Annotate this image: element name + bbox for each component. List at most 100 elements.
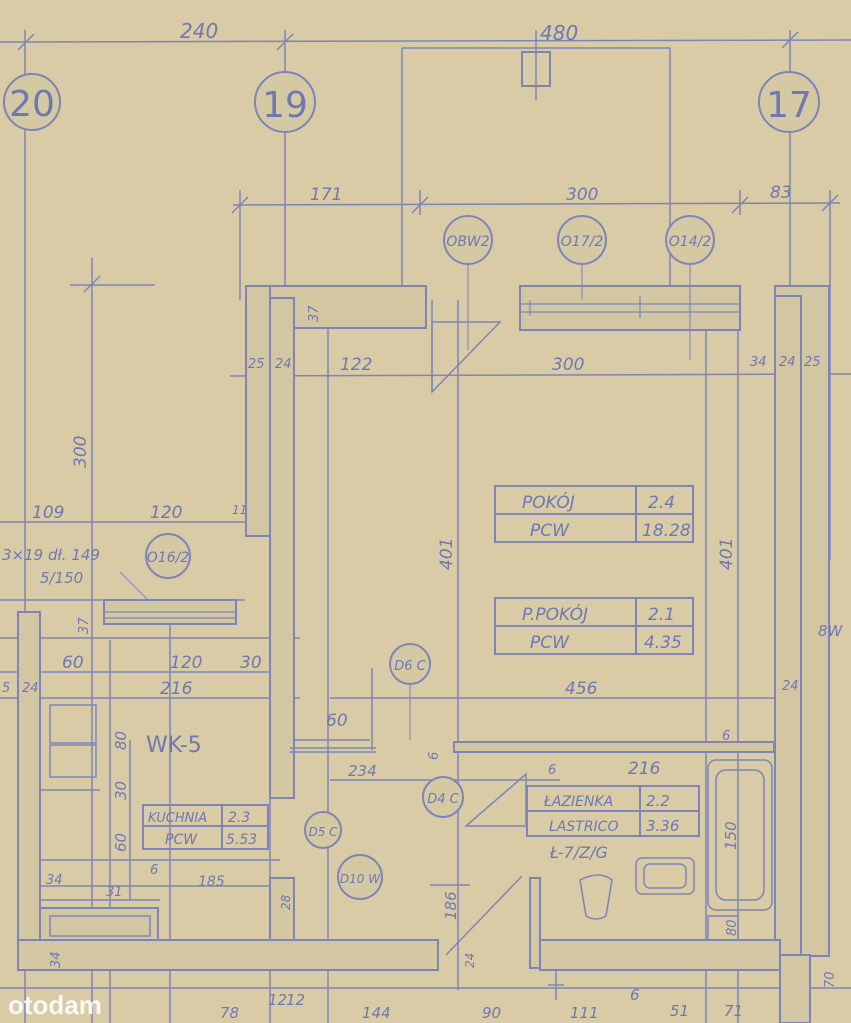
dim-text: 60 [112,833,130,852]
watermark: otodam [8,990,102,1020]
room-name: ŁAZIENKA [543,794,613,810]
dim-text: 300 [552,355,584,375]
bath-code: Ł-7/Z/G [549,843,608,862]
dim-text: 80 [725,919,740,936]
washbasin [635,857,695,895]
wall-far-right-bottom [779,954,811,1023]
dim-text: 24 [779,355,796,370]
room-label-pokoj: POKÓJ 2.4 PCW 18.28 [494,485,694,543]
bathtub [707,759,773,911]
dim-text: 186 [442,891,460,920]
opening-o14: O14/2 [669,234,712,250]
room-number: 2.4 [648,493,675,513]
opening-ob: OBW2 [446,234,489,250]
dim-text: 12 [268,991,287,1009]
wall-bottom-right [539,939,781,971]
room-label-ppokoj: P.POKÓJ 2.1 PCW 4.35 [494,597,694,655]
dim-text: 240 [180,19,218,43]
dim-text: 6 [722,729,730,744]
wall-bath-top [453,741,775,753]
dim-text: 401 [717,538,737,570]
opening-o16: O16/2 [147,550,190,566]
room-floor: PCW [165,832,198,848]
dim-text: 6 [150,863,158,878]
room-name: POKÓJ [522,491,575,513]
dim-text: 83 [770,183,792,203]
dim-text: 30 [240,653,262,673]
dim-text: 34 [750,355,767,370]
room-label-kuchnia: KUCHNIA 2.3 PCW 5.53 [142,804,269,850]
wall-left-outer [17,611,41,965]
axis-label: 20 [9,84,55,125]
room-area: 18.28 [642,521,691,541]
room-floor: PCW [530,521,570,541]
opening-d4: D4 C [427,792,459,807]
dim-text: 234 [348,762,377,780]
dim-text: 109 [32,503,64,523]
room-area: 3.36 [646,817,679,835]
dim-text: 71 [724,1002,743,1020]
room-number: 2.3 [228,810,250,826]
dim-text: 24 [782,679,799,694]
note-vent-dimensions: 3×19 dł. 149 [2,546,100,564]
dim-text: 80 [112,731,130,750]
room-number: 2.2 [646,792,670,810]
room-area: 5.53 [226,832,257,848]
note-vent-size: 5/150 [40,569,83,587]
wall-left-stub [245,285,271,537]
room-area: 4.35 [644,633,682,653]
wall-bottom-left [17,939,439,971]
wall-right-inner [774,295,802,957]
axis-marker-19: 19 [254,71,316,133]
opening-d5: D5 C [308,825,338,839]
kitchen-fixtures [40,704,160,937]
opening-d6: D6 C [394,659,426,674]
room-name: KUCHNIA [148,811,207,826]
dim-text: 25 [248,357,265,372]
dim-text: 120 [170,653,202,673]
dim-text: 122 [340,355,372,375]
dim-text: 216 [628,759,661,779]
dimension-lines [0,30,851,1023]
dim-text: 28 [279,894,293,910]
axis-label: 19 [262,85,308,126]
dim-text: 90 [482,1004,501,1022]
dim-text: 78 [220,1004,239,1022]
dim-text: 120 [150,503,182,523]
dim-text: 12 [286,991,305,1009]
bathroom-fixtures [579,759,773,941]
dim-text: 51 [670,1002,689,1020]
wall-bath-left [529,877,541,969]
dim-text: 480 [540,21,578,45]
dim-text: 60 [326,711,348,731]
dim-text: 30 [112,781,130,800]
room-floor: PCW [530,633,570,653]
door-swings [290,300,527,956]
dim-text: 70 [823,971,838,988]
dim-text: 60 [62,653,84,673]
window-lines [104,296,740,619]
room-floor: LASTRICO [549,819,618,835]
dim-text: 5 [2,681,10,696]
opening-bubbles: OBW2 O17/2 O14/2 O16/2 D6 C D4 C D5 C D1… [145,215,715,900]
opening-d10: D10 W [340,872,381,886]
opening-o17: O17/2 [561,234,604,250]
dim-text: 24 [463,953,477,968]
dim-text: 144 [362,1004,391,1022]
bathtub-inner [715,769,765,901]
dim-text: 300 [566,185,598,205]
dim-text: 185 [198,874,225,890]
wall-column-19 [269,297,295,799]
dim-text: 401 [437,538,457,570]
dim-text: 24 [22,681,39,696]
kitchen-counter-shelf [49,915,151,937]
kitchen-cabinet-mid [49,744,97,778]
dim-text: 6 [427,752,442,760]
dim-text: 6 [548,763,556,778]
wall-window-top [519,285,741,331]
kitchen-cabinet-top [49,704,97,744]
dim-text: 24 [275,357,292,372]
dim-text: 34 [46,873,63,888]
axis-marker-20: 20 [3,73,61,131]
